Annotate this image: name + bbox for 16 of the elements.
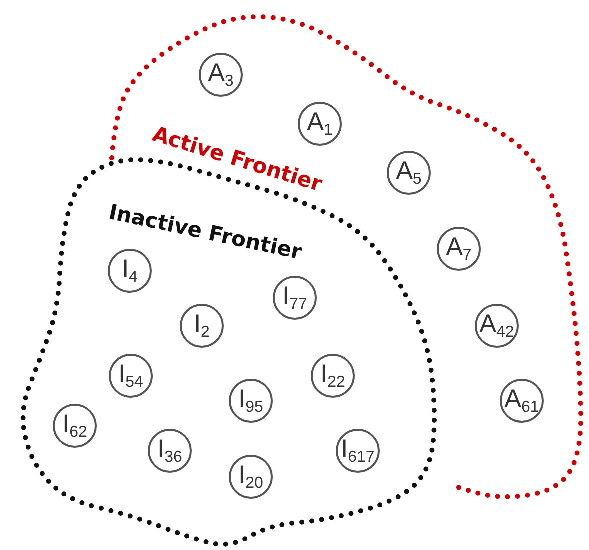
node-circle: I$_{95}$ — [229, 379, 273, 423]
node-circle: I$_{54}$ — [109, 354, 153, 398]
node-circle: A$_{61}$ — [500, 379, 544, 423]
node-circle: A$_{7}$ — [437, 227, 481, 271]
node-circle: I$_{20}$ — [229, 455, 273, 499]
node-circle: I$_{36}$ — [148, 429, 192, 473]
node-circle: I$_{77}$ — [273, 276, 317, 320]
node-circle: I$_{22}$ — [311, 354, 355, 398]
node-circle: I$_{617}$ — [336, 429, 380, 473]
node-circle: A$_{42}$ — [475, 304, 519, 348]
node-circle: A$_{1}$ — [298, 102, 342, 146]
node-circle: I$_{4}$ — [108, 249, 152, 293]
node-circle: A$_{5}$ — [387, 151, 431, 195]
node-circle: A$_{3}$ — [199, 53, 243, 97]
node-circle: I$_{62}$ — [53, 404, 97, 448]
node-circle: I$_{2}$ — [180, 304, 224, 348]
